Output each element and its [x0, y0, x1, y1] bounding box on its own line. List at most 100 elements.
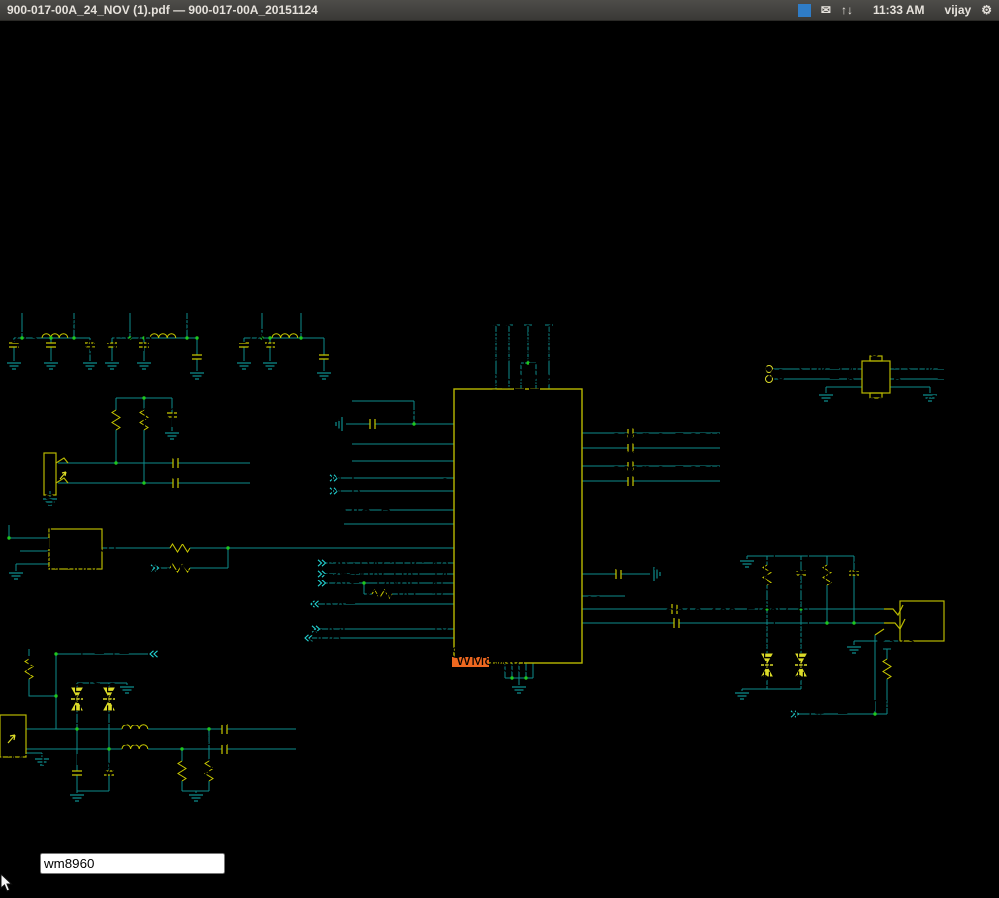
- find-input[interactable]: [40, 853, 226, 874]
- schematic-label: HP_DET#: [816, 698, 888, 715]
- schematic-label: 4.7uF: [306, 408, 347, 425]
- schematic-label: SPK_LP: [519, 471, 579, 488]
- schematic-label: 29: [585, 594, 603, 611]
- schematic-label: OUT: [86, 539, 120, 556]
- schematic-label: C296: [198, 712, 236, 729]
- schematic-label: MIC_R: [226, 446, 276, 463]
- schematic-label: 100uF/16V: [710, 592, 789, 609]
- schematic-label: C310: [664, 606, 702, 623]
- left-triangle-icon: ◂: [229, 855, 238, 872]
- schematic-label: R312: [166, 531, 204, 548]
- schematic-label: SPK_RP: [688, 431, 751, 448]
- find-next-button[interactable]: ▸ Find Next: [344, 855, 426, 872]
- schematic-label: 3.3uF: [643, 449, 684, 466]
- schematic-label: SPK_RN: [515, 423, 579, 440]
- schematic-label: L50: [150, 308, 177, 325]
- schematic-label: GND: [53, 554, 89, 571]
- find-status: 1 found on this page: [429, 855, 575, 872]
- schematic-label: 2.2K: [120, 414, 153, 431]
- launcher-ubuntu-one-icon[interactable]: U: [0, 21, 12, 38]
- schematic-label: 4.7uF: [248, 338, 289, 355]
- schematic-label: 1: [70, 711, 79, 728]
- schematic-label: 33: [490, 658, 507, 676]
- schematic-label: 17: [431, 614, 449, 631]
- schematic-label: 30: [585, 581, 603, 598]
- user-menu[interactable]: vijay: [944, 3, 972, 17]
- chat-indicator-icon[interactable]: [797, 3, 811, 17]
- schematic-label: uF: [1, 546, 20, 563]
- schematic-label: AUX_IN_L: [264, 712, 340, 729]
- schematic-label: C291: [604, 557, 642, 574]
- search-highlight: [452, 657, 489, 667]
- schematic-label: VMID: [539, 564, 579, 581]
- schematic-label: 10K: [772, 566, 801, 583]
- launcher-system-settings-icon[interactable]: ⚙: [0, 41, 15, 58]
- schematic-label: ESD101-B1-02EL: [73, 588, 90, 715]
- schematic-label: C293: [858, 563, 896, 580]
- launcher-text-editor-icon[interactable]: ✎: [0, 135, 14, 152]
- schematic-label: C297: [198, 732, 236, 749]
- schematic-label: 15: [431, 579, 449, 596]
- schematic-label: R313: [166, 551, 204, 568]
- schematic-label: HP_R: [536, 599, 579, 616]
- schematic-canvas: WMAVDDP3V3L49120R_500mAC2734.7uFC2740.1u…: [0, 258, 999, 802]
- schematic-label: C286: [610, 431, 648, 448]
- schematic-label: RINPUT3/JD3: [457, 451, 558, 468]
- schematic-label: 2: [794, 673, 803, 690]
- schematic-label: I2S_DACLRC: [326, 558, 425, 575]
- schematic-label: MIC_L: [226, 466, 273, 483]
- schematic-label: 10K: [213, 764, 242, 781]
- schematic-label: SPKVDD1: [527, 359, 544, 434]
- session-gear-icon[interactable]: ⚙: [981, 3, 992, 17]
- schematic-label: DGND: [523, 612, 540, 659]
- schematic-label: 2: [70, 669, 79, 686]
- launcher-terminal-icon[interactable]: >_: [0, 95, 19, 112]
- launcher-item-terminal: >_: [0, 95, 999, 113]
- launcher-vlc-icon[interactable]: ▲: [0, 59, 16, 76]
- schematic-label: WMSPKRVDD: [518, 258, 535, 364]
- schematic-label: L53: [112, 732, 139, 749]
- mail-icon[interactable]: ✉: [820, 3, 831, 17]
- schematic-label: 6: [440, 476, 449, 493]
- schematic-label: DNP: [376, 573, 410, 590]
- schematic-label: 10: [502, 372, 520, 389]
- schematic-label: TP42: [750, 344, 788, 361]
- schematic-label: AUD3_TXC: [272, 553, 356, 570]
- schematic-label: 1uF: [176, 409, 204, 426]
- schematic-label: LINPUT2: [457, 468, 523, 485]
- schematic-label: CLK_SYS: [122, 531, 194, 548]
- schematic-label: 3: [106, 532, 115, 549]
- schematic-label: 330R_1.5A: [156, 712, 236, 729]
- schematic-label: 0R: [206, 551, 226, 568]
- schematic-label: J35: [50, 436, 76, 453]
- schematic-label: 1: [440, 409, 449, 426]
- find-previous-button[interactable]: ◂ Find Previous: [229, 855, 340, 872]
- schematic-label: 10K: [186, 764, 215, 781]
- schematic-label: MIC_R: [342, 507, 392, 524]
- schematic-label: 4.7uF: [114, 338, 155, 355]
- schematic-label: SPK_LN: [798, 353, 859, 370]
- clock[interactable]: 11:33 AM: [872, 3, 925, 17]
- schematic-label: P3V3: [20, 632, 59, 649]
- schematic-label: 220pF: [858, 571, 904, 588]
- schematic-label: 2: [760, 673, 769, 690]
- schematic-label: C282: [176, 401, 214, 418]
- schematic-label: 25: [585, 466, 603, 483]
- schematic-label: 1: [794, 637, 803, 654]
- schematic-label: 20: [497, 658, 514, 676]
- schematic-label: C278: [226, 330, 264, 347]
- schematic-label: 120R_500mA: [134, 317, 232, 334]
- schematic-label: SPK_RN: [688, 416, 752, 433]
- launcher-calculator-icon[interactable]: ▦: [0, 115, 16, 132]
- launcher-workspace-switcher-icon[interactable]: ⊞: [0, 155, 14, 172]
- schematic-label: C289: [610, 464, 648, 481]
- schematic-label: 5: [893, 372, 902, 389]
- launcher-messaging-icon[interactable]: @: [0, 77, 17, 94]
- schematic-label: SPKVDD2: [512, 359, 529, 434]
- schematic-label: C284: [150, 446, 188, 463]
- schematic-label: 6: [846, 372, 855, 389]
- network-arrows-icon[interactable]: ↑↓: [840, 3, 853, 17]
- schematic-label: ESD101-B1-02EL: [762, 554, 779, 681]
- schematic-label: ADCLRC/GPIO1: [457, 584, 576, 601]
- schematic-label: ePAD: [495, 618, 512, 659]
